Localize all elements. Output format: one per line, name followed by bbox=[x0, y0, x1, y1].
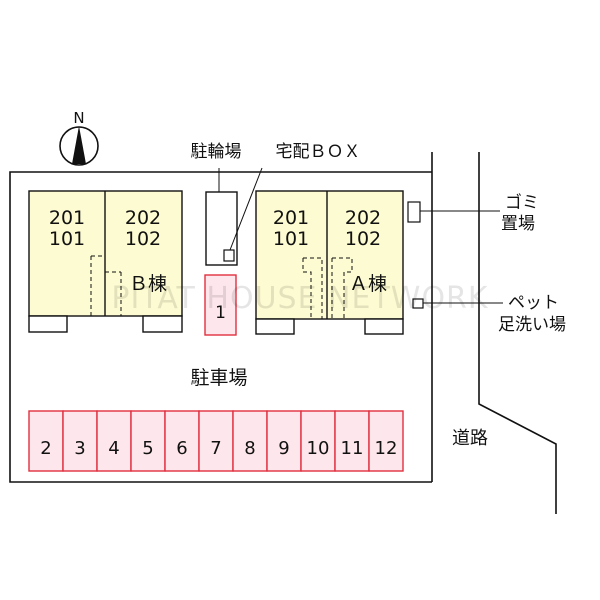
building-a-porch-left bbox=[255, 318, 295, 335]
parking-space-number: 12 bbox=[375, 438, 398, 459]
parking-space-4 bbox=[96, 410, 132, 472]
building-a-name: Ａ棟 bbox=[349, 273, 387, 295]
parking-space-2 bbox=[28, 410, 64, 472]
building-b-stairs bbox=[90, 255, 122, 316]
garbage-label-line1: ゴミ bbox=[505, 192, 539, 213]
unit-a-201: 201 bbox=[273, 207, 309, 229]
garbage-label-line2: 置場 bbox=[501, 214, 535, 234]
parking-space-number: 8 bbox=[244, 438, 255, 459]
building-a-stairs bbox=[302, 257, 353, 319]
parking-space-1 bbox=[204, 274, 237, 336]
site-boundary bbox=[9, 171, 432, 483]
garbage-area bbox=[407, 201, 421, 223]
watermark: PITAT HOUSE NETWORK bbox=[111, 281, 488, 316]
parking-space-number: 9 bbox=[278, 438, 289, 459]
parking-space-10 bbox=[300, 410, 336, 472]
parking-space-number: 4 bbox=[108, 438, 119, 459]
parking-space-number: 1 bbox=[215, 303, 226, 323]
parking-space-5 bbox=[130, 410, 166, 472]
parking-row: 2 3 4 5 6 7 8 9 10 11 12 bbox=[28, 410, 404, 472]
building-b: 201 101 202 102 Ｂ棟 bbox=[28, 190, 183, 333]
building-b-name: Ｂ棟 bbox=[129, 273, 167, 295]
delivery-box bbox=[223, 249, 235, 262]
building-a-porch-right bbox=[364, 318, 404, 335]
unit-b-201: 201 bbox=[49, 207, 85, 229]
parking-space-number: 10 bbox=[307, 438, 330, 459]
parking-space-number: 6 bbox=[176, 438, 187, 459]
parking-space-number: 2 bbox=[40, 438, 51, 459]
delivery-box-leader bbox=[229, 167, 263, 251]
unit-a-101: 101 bbox=[273, 228, 309, 250]
parking-space-3 bbox=[62, 410, 98, 472]
building-a: 201 101 202 102 Ａ棟 bbox=[255, 190, 404, 335]
compass: N bbox=[59, 109, 99, 166]
parking-space-11 bbox=[334, 410, 370, 472]
north-arrow-icon bbox=[72, 126, 86, 164]
bike-parking-label: 駐輪場 bbox=[191, 142, 242, 162]
unit-b-202: 202 bbox=[125, 207, 161, 229]
building-a-body bbox=[255, 190, 404, 320]
parking-lot-label: 駐車場 bbox=[190, 367, 247, 389]
pet-label-line1: ペット bbox=[508, 293, 559, 313]
parking-space-number: 5 bbox=[142, 438, 153, 459]
unit-b-102: 102 bbox=[125, 228, 161, 250]
parking-space-number: 11 bbox=[341, 438, 364, 459]
parking-space-9 bbox=[266, 410, 302, 472]
road-edge bbox=[478, 152, 557, 514]
unit-b-101: 101 bbox=[49, 228, 85, 250]
north-label: N bbox=[73, 109, 84, 127]
parking-space-12 bbox=[368, 410, 404, 472]
unit-a-102: 102 bbox=[345, 228, 381, 250]
parking-space-8 bbox=[232, 410, 268, 472]
parking-space-number: 3 bbox=[74, 438, 85, 459]
building-b-porch-right bbox=[142, 315, 183, 333]
pet-label-line2: 足洗い場 bbox=[498, 315, 566, 335]
road-label: 道路 bbox=[452, 428, 488, 449]
delivery-box-label: 宅配ＢＯＸ bbox=[276, 142, 361, 162]
parking-space-number: 7 bbox=[210, 438, 221, 459]
building-b-porch-left bbox=[28, 315, 68, 333]
unit-a-202: 202 bbox=[345, 207, 381, 229]
